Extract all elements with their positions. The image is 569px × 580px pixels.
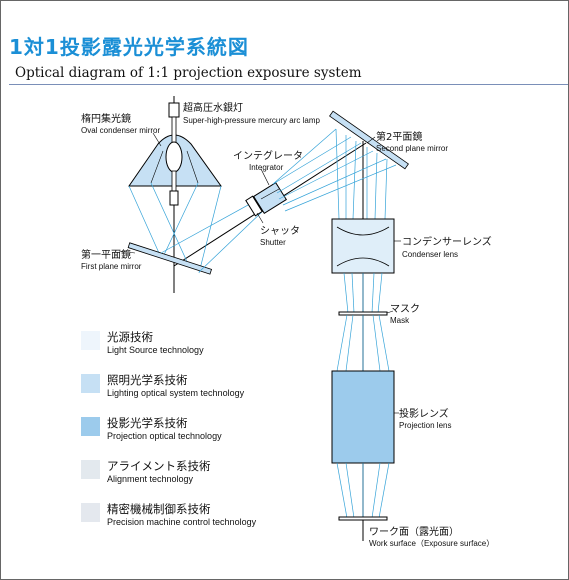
rays-to-mask bbox=[343, 272, 383, 314]
lamp-top-cap bbox=[168, 102, 180, 118]
legend-label-en: Projection optical technology bbox=[107, 431, 222, 441]
rays-to-second-mirror bbox=[272, 128, 397, 212]
condenser-lens bbox=[331, 218, 395, 274]
second-mirror-label-en: Second plane mirror bbox=[376, 144, 448, 153]
shutter-label-jp: シャッタ bbox=[260, 225, 300, 237]
legend-swatch-lighting-optical bbox=[81, 374, 100, 393]
legend-label-en: Lighting optical system technology bbox=[107, 388, 245, 398]
condenser-label-jp: コンデンサーレンズ bbox=[402, 235, 492, 248]
legend-label-en: Precision machine control technology bbox=[107, 517, 257, 527]
first-mirror-label-jp: 第一平面鏡 bbox=[81, 248, 131, 261]
mercury-arc-lamp-bulb bbox=[165, 141, 183, 173]
work-surface-label-en: Work surface（Exposure surface） bbox=[369, 539, 494, 548]
projection-lens-label-en: Projection lens bbox=[399, 421, 451, 430]
page-subtitle: Optical diagram of 1:1 projection exposu… bbox=[15, 65, 362, 81]
rays-to-work-surface bbox=[336, 462, 390, 519]
lamp-label-jp: 超高圧水銀灯 bbox=[183, 101, 243, 114]
mirror-inner-line-right bbox=[186, 150, 199, 184]
mask-label-en: Mask bbox=[390, 316, 410, 325]
integrator-label-jp: インテグレータ bbox=[233, 149, 303, 162]
legend-label-jp: 投影光学系技術 bbox=[107, 416, 188, 430]
legend-label-en: Light Source technology bbox=[107, 345, 204, 355]
work-surface-label-jp: ワーク面（露光面） bbox=[369, 525, 459, 538]
rays-to-projection-lens bbox=[336, 314, 390, 372]
leader-lines bbox=[118, 132, 401, 414]
legend-swatch-light-source bbox=[81, 331, 100, 350]
second-mirror-label-jp: 第2平面鏡 bbox=[376, 130, 422, 143]
mask-label-jp: マスク bbox=[390, 303, 420, 315]
title-rule bbox=[9, 84, 568, 85]
legend-label-jp: 光源技術 bbox=[107, 330, 153, 344]
integrator bbox=[252, 181, 288, 215]
projection-lens-label-jp: 投影レンズ bbox=[399, 407, 449, 420]
first-plane-mirror bbox=[127, 242, 213, 275]
page-title: 1対1投影露光光学系統図 bbox=[9, 35, 249, 59]
legend-swatch-projection-optical bbox=[81, 417, 100, 436]
shutter bbox=[245, 195, 263, 217]
legend-label-jp: アライメント系技術 bbox=[107, 459, 211, 473]
mirror-inner-line-left bbox=[150, 150, 164, 184]
rays-to-shutter bbox=[160, 198, 266, 273]
oval-mirror-label-jp: 楕円集光鏡 bbox=[81, 112, 131, 125]
condenser-lower-curve bbox=[336, 257, 390, 267]
lamp-stem bbox=[171, 116, 177, 144]
first-mirror-label-en: First plane mirror bbox=[81, 262, 142, 271]
lamp-lower-stem bbox=[171, 170, 177, 192]
lamp-label-en: Super-high-pressure mercury arc lamp bbox=[183, 116, 320, 125]
oval-mirror-label-en: Oval condenser mirror bbox=[81, 126, 160, 135]
condenser-upper-curve bbox=[336, 226, 390, 236]
integrator-label-en: Integrator bbox=[249, 163, 284, 172]
lamp-bottom-cap bbox=[169, 190, 179, 206]
legend-swatch-precision-machine bbox=[81, 503, 100, 522]
legend-label-jp: 精密機械制御系技術 bbox=[107, 502, 211, 516]
rays-to-first-mirror bbox=[128, 182, 222, 274]
legend-label-jp: 照明光学系技術 bbox=[107, 373, 188, 387]
rays-to-condenser bbox=[335, 128, 388, 220]
condenser-label-en: Condenser lens bbox=[402, 250, 458, 259]
projection-lens bbox=[331, 370, 395, 464]
legend-swatch-alignment bbox=[81, 460, 100, 479]
integrator-divider bbox=[260, 188, 280, 200]
work-surface bbox=[338, 516, 388, 521]
legend-label-en: Alignment technology bbox=[107, 474, 194, 484]
shutter-label-en: Shutter bbox=[260, 238, 286, 247]
mask bbox=[338, 311, 388, 316]
